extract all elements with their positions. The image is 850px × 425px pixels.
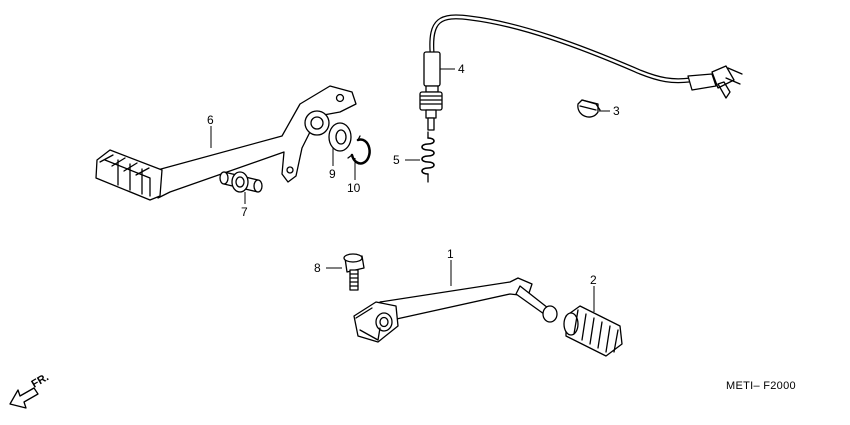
callout-4: 4 <box>458 62 465 76</box>
cable-clip[interactable] <box>577 99 601 118</box>
callout-3: 3 <box>613 104 620 118</box>
brake-light-switch[interactable] <box>419 14 743 131</box>
callout-5: 5 <box>393 153 400 167</box>
callout-9: 9 <box>329 167 336 181</box>
callout-6: 6 <box>207 113 214 127</box>
return-spring[interactable] <box>421 131 435 183</box>
diagram-code: METI– F2000 <box>726 380 796 392</box>
brake-pedal[interactable] <box>95 85 357 201</box>
leader-lines <box>210 68 610 312</box>
front-direction-label: FR. <box>30 371 51 390</box>
shift-pedal-rubber[interactable] <box>563 305 623 357</box>
pinch-bolt[interactable] <box>343 253 365 291</box>
callout-1: 1 <box>447 247 454 261</box>
front-direction-arrow-icon: FR. <box>9 371 51 409</box>
pivot-collar[interactable] <box>219 171 263 193</box>
washer[interactable] <box>328 122 352 152</box>
callout-7: 7 <box>241 205 248 219</box>
callout-2: 2 <box>590 273 597 287</box>
callout-8: 8 <box>314 261 321 275</box>
gearshift-pedal[interactable] <box>353 277 558 343</box>
callout-10: 10 <box>347 181 361 195</box>
